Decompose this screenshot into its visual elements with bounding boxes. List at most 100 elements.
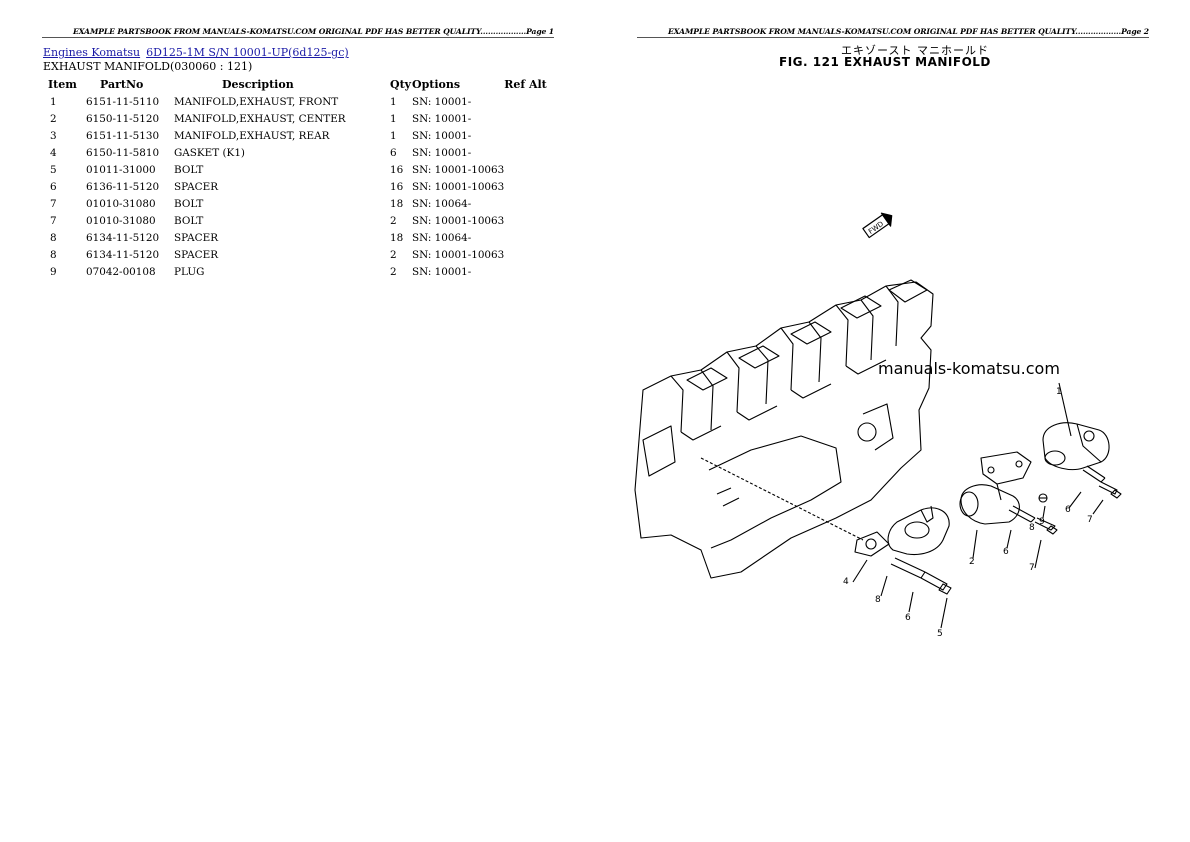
col-header-options: Options	[412, 78, 461, 91]
cell-options: SN: 10001-10063	[412, 214, 505, 227]
table-row: 2 6150-11-5120 MANIFOLD,EXHAUST, CENTER …	[42, 110, 564, 127]
cell-description: MANIFOLD,EXHAUST, REAR	[174, 129, 330, 142]
cell-partno: 6136-11-5120	[86, 180, 160, 193]
cell-description: PLUG	[174, 265, 205, 278]
cell-qty: 18	[390, 231, 404, 244]
cell-item: 8	[50, 231, 57, 244]
figure-title: FIG. 121 EXHAUST MANIFOLD	[779, 55, 991, 69]
cell-qty: 1	[390, 112, 397, 125]
cell-ref-alt	[504, 246, 564, 263]
cell-description: SPACER	[174, 248, 219, 261]
cell-partno: 01011-31000	[86, 163, 156, 176]
cell-description: BOLT	[174, 214, 204, 227]
figure-title-japanese: エキゾースト マニホールド	[841, 44, 989, 57]
callout-6: 6	[905, 613, 911, 623]
col-header-qty: Qty	[390, 78, 412, 91]
callout-6: 6	[1065, 505, 1071, 515]
table-row: 7 01010-31080 BOLT 2 SN: 10001-10063	[42, 212, 564, 229]
bolt-part	[1008, 505, 1058, 535]
cell-ref-alt	[504, 110, 564, 127]
cell-options: SN: 10001-10063	[412, 180, 505, 193]
col-header-partno: PartNo	[100, 78, 144, 91]
breadcrumb: Engines Komatsu 6D125-1M S/N 10001-UP(6d1…	[43, 46, 349, 59]
table-row: 9 07042-00108 PLUG 2 SN: 10001-	[42, 263, 564, 280]
table-row: 8 6134-11-5120 SPACER 18 SN: 10064-	[42, 229, 564, 246]
manifold-front-part	[1042, 422, 1110, 471]
cell-options: SN: 10001-10063	[412, 248, 505, 261]
parts-table: Item PartNo Description Qty Options Ref …	[42, 76, 564, 280]
cell-qty: 2	[390, 265, 397, 278]
spacer-bolt-part	[890, 557, 952, 595]
callout-8: 8	[875, 595, 881, 605]
cell-options: SN: 10001-	[412, 146, 472, 159]
page-header: EXAMPLE PARTSBOOK FROM MANUALS-KOMATSU.C…	[637, 26, 1149, 38]
cell-description: SPACER	[174, 231, 219, 244]
cell-partno: 6151-11-5110	[86, 95, 160, 108]
breadcrumb-link-model[interactable]: 6D125-1M S/N 10001-UP(6d125-gc)	[146, 46, 349, 59]
cell-ref-alt	[504, 178, 564, 195]
cell-qty: 18	[390, 197, 404, 210]
page-1: EXAMPLE PARTSBOOK FROM MANUALS-KOMATSU.C…	[42, 26, 564, 280]
cell-description: SPACER	[174, 180, 219, 193]
cell-item: 2	[50, 112, 57, 125]
page-header: EXAMPLE PARTSBOOK FROM MANUALS-KOMATSU.C…	[42, 26, 554, 38]
cell-description: GASKET (K1)	[174, 146, 245, 159]
gasket-part	[854, 531, 890, 557]
cell-item: 5	[50, 163, 57, 176]
cell-item: 3	[50, 129, 57, 142]
page-2: EXAMPLE PARTSBOOK FROM MANUALS-KOMATSU.C…	[595, 0, 1190, 842]
col-header-description: Description	[222, 78, 294, 91]
callout-6: 6	[1003, 547, 1009, 557]
cell-qty: 1	[390, 129, 397, 142]
cell-item: 4	[50, 146, 57, 159]
cell-item: 9	[50, 265, 57, 278]
col-header-ref-alt: Ref Alt	[504, 78, 547, 91]
manifold-center-part	[959, 451, 1032, 525]
cell-description: BOLT	[174, 163, 204, 176]
cell-options: SN: 10001-	[412, 265, 472, 278]
table-row: 3 6151-11-5130 MANIFOLD,EXHAUST, REAR 1 …	[42, 127, 564, 144]
callout-8: 8	[1029, 523, 1035, 533]
cell-ref-alt	[504, 263, 564, 280]
cell-item: 7	[50, 214, 57, 227]
cell-ref-alt	[504, 195, 564, 212]
table-row: 5 01011-31000 BOLT 16 SN: 10001-10063	[42, 161, 564, 178]
cell-partno: 01010-31080	[86, 197, 156, 210]
table-header-row: Item PartNo Description Qty Options Ref …	[42, 76, 564, 93]
cell-partno: 6134-11-5120	[86, 231, 160, 244]
cell-partno: 01010-31080	[86, 214, 156, 227]
callout-9: 9	[1039, 517, 1045, 527]
callout-7: 7	[1029, 563, 1035, 573]
engine-block	[634, 279, 934, 579]
cell-options: SN: 10001-	[412, 129, 472, 142]
cell-qty: 6	[390, 146, 397, 159]
watermark: manuals-komatsu.com	[878, 359, 1060, 378]
cell-ref-alt	[504, 161, 564, 178]
cell-options: SN: 10001-	[412, 112, 472, 125]
table-row: 7 01010-31080 BOLT 18 SN: 10064-	[42, 195, 564, 212]
col-header-item: Item	[48, 78, 77, 91]
cell-partno: 6150-11-5810	[86, 146, 160, 159]
callout-1: 1	[1056, 387, 1062, 397]
manifold-rear-part	[887, 505, 950, 556]
cell-description: MANIFOLD,EXHAUST, CENTER	[174, 112, 346, 125]
breadcrumb-link-engines[interactable]: Engines Komatsu	[43, 46, 141, 59]
cell-partno: 07042-00108	[86, 265, 156, 278]
table-row: 1 6151-11-5110 MANIFOLD,EXHAUST, FRONT 1…	[42, 93, 564, 110]
cell-ref-alt	[504, 229, 564, 246]
cell-ref-alt	[504, 212, 564, 229]
callout-5: 5	[937, 629, 943, 639]
cell-ref-alt	[504, 144, 564, 161]
cell-qty: 16	[390, 163, 404, 176]
cell-item: 7	[50, 197, 57, 210]
table-row: 8 6134-11-5120 SPACER 2 SN: 10001-10063	[42, 246, 564, 263]
cell-options: SN: 10001-10063	[412, 163, 505, 176]
cell-item: 1	[50, 95, 57, 108]
cell-item: 6	[50, 180, 57, 193]
cell-partno: 6151-11-5130	[86, 129, 160, 142]
exhaust-manifold-exploded-drawing: FWD	[634, 212, 1122, 639]
callout-7: 7	[1087, 515, 1093, 525]
cell-ref-alt	[504, 93, 564, 110]
table-row: 4 6150-11-5810 GASKET (K1) 6 SN: 10001-	[42, 144, 564, 161]
section-subtitle: EXHAUST MANIFOLD(030060 : 121)	[43, 60, 253, 73]
